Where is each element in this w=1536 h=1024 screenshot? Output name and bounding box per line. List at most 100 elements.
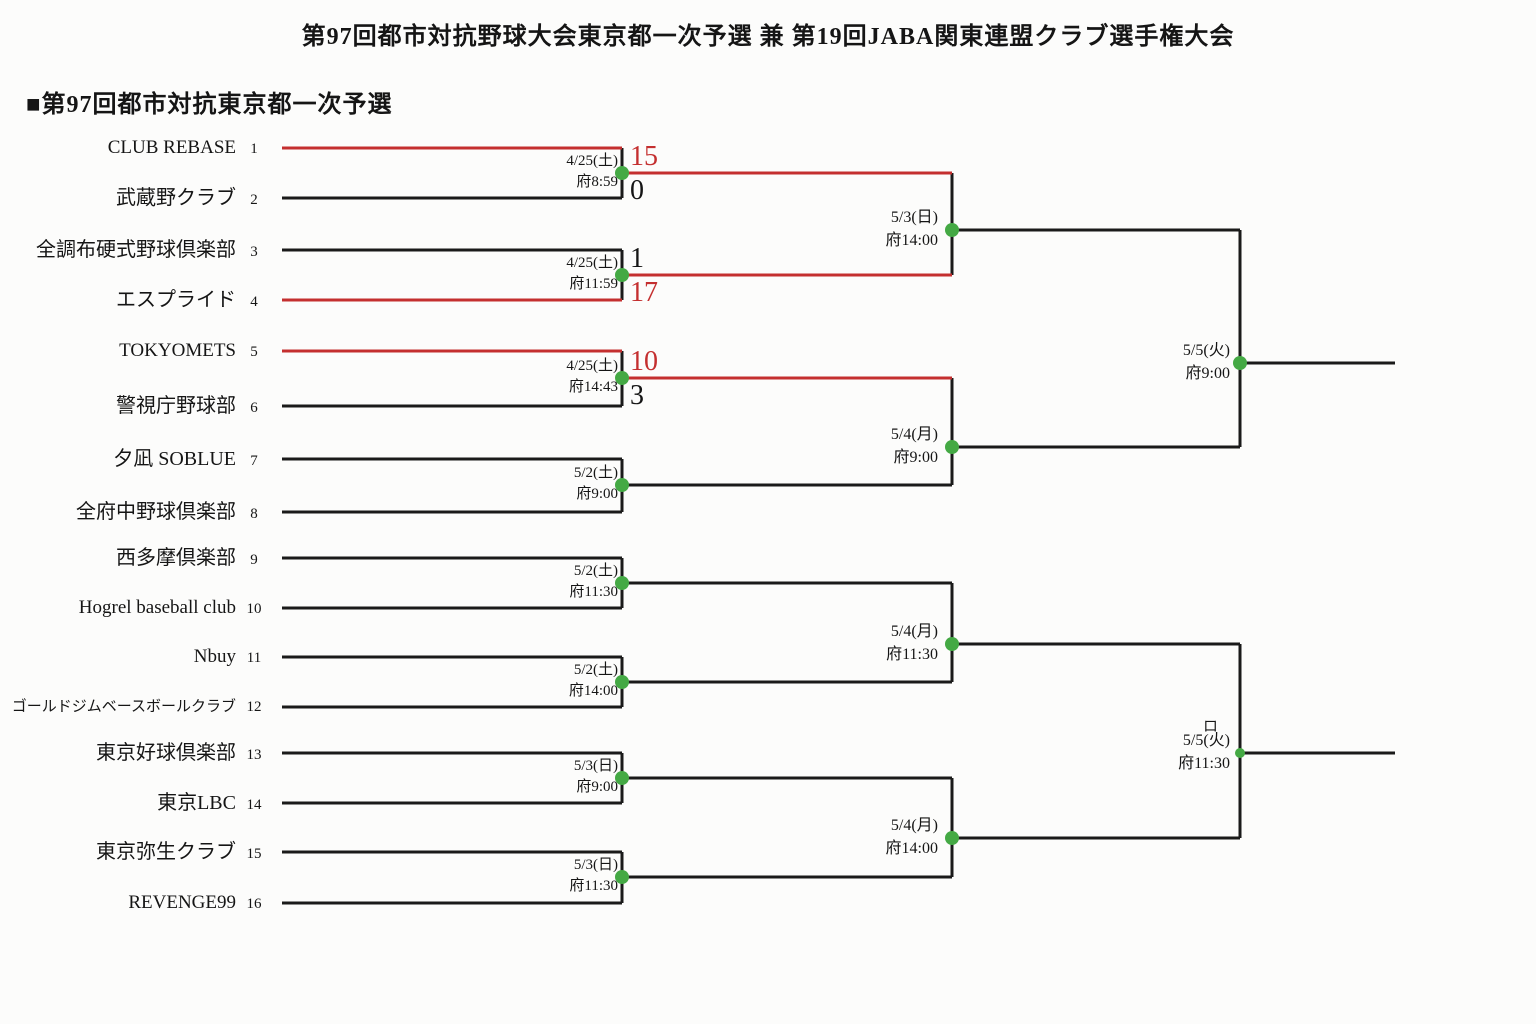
match-venue-time: 府8:59 bbox=[576, 174, 618, 190]
match-schedule-r1-5: 5/2(土) 府11:30 bbox=[430, 561, 618, 603]
team-seed: 16 bbox=[246, 896, 262, 912]
team-seed: 1 bbox=[250, 141, 258, 157]
match-schedule-sf-2: 5/5(火) 府11:30 bbox=[1030, 729, 1230, 775]
match-venue-time: 府9:00 bbox=[893, 449, 938, 466]
match-date: 5/5(火) bbox=[1182, 732, 1230, 749]
match-schedule-r1-7: 5/3(日)府9:00 bbox=[430, 756, 618, 798]
team-seed: 10 bbox=[246, 601, 262, 617]
team-name: 全調布硬式野球倶楽部 bbox=[36, 239, 236, 261]
tournament-title: 第97回都市対抗野球大会東京都一次予選 兼 第19回JABA関東連盟クラブ選手権… bbox=[301, 24, 1235, 50]
match-venue-time: 府11:30 bbox=[569, 878, 618, 894]
team-seed: 3 bbox=[250, 244, 258, 260]
match-date: 5/2(土) bbox=[573, 563, 618, 579]
match-venue-time: 府9:00 bbox=[1185, 365, 1230, 382]
team-name: エスプライド bbox=[116, 289, 236, 311]
match-venue-time: 府14:00 bbox=[568, 683, 618, 699]
team-seed: 11 bbox=[246, 650, 262, 666]
bracket-black-lines bbox=[282, 148, 1395, 905]
score-top: 10 bbox=[630, 346, 658, 377]
match-venue-time: 府11:30 bbox=[1178, 755, 1230, 772]
match-venue-time: 府11:30 bbox=[569, 584, 618, 600]
match-venue-time: 府11:30 bbox=[886, 646, 938, 663]
match-date: 4/25(土) bbox=[566, 255, 618, 271]
team-name: 東京弥生クラブ bbox=[96, 841, 236, 863]
team-name: 武蔵野クラブ bbox=[116, 187, 236, 209]
match-date: 4/25(土) bbox=[566, 358, 618, 374]
team-name: 西多摩倶楽部 bbox=[116, 547, 236, 569]
team-name: 警視庁野球部 bbox=[116, 395, 236, 417]
match-venue-time: 府14:00 bbox=[885, 840, 938, 857]
team-row: 警視庁野球部 6 bbox=[0, 393, 272, 419]
score-bottom: 0 bbox=[630, 175, 644, 206]
match-venue-time: 府14:43 bbox=[568, 379, 618, 395]
match-date: 5/5(火) bbox=[1182, 342, 1230, 359]
match-date: 5/3(日) bbox=[573, 857, 618, 873]
match-schedule-r2-2: 5/4(月) 府9:00 bbox=[748, 423, 938, 469]
match-date: 5/3(日) bbox=[890, 209, 938, 226]
match-dot bbox=[615, 371, 629, 385]
team-name: 夕凪 SOBLUE bbox=[113, 448, 236, 470]
team-seed: 4 bbox=[250, 294, 258, 310]
bracket-winner-lines bbox=[282, 146, 952, 380]
match-dot bbox=[945, 440, 959, 454]
team-seed: 12 bbox=[246, 699, 262, 715]
team-name: ゴールドジムベースボールクラブ bbox=[11, 699, 236, 715]
team-name: 東京LBC bbox=[157, 792, 236, 814]
team-seed: 8 bbox=[250, 506, 258, 522]
score-top: 1 bbox=[630, 243, 644, 274]
match-dot bbox=[945, 223, 959, 237]
match-dot bbox=[1233, 356, 1247, 370]
score-bottom: 3 bbox=[630, 380, 644, 411]
match-date: 5/4(月) bbox=[890, 817, 938, 834]
match-schedule-r2-1: 5/3(日) 府14:00 bbox=[748, 206, 938, 252]
match-date: 5/2(土) bbox=[573, 465, 618, 481]
match-date: 5/4(月) bbox=[890, 623, 938, 640]
match-schedule-sf-1: 5/5(火) 府9:00 bbox=[1030, 339, 1230, 385]
match-venue-time: 府11:59 bbox=[569, 276, 618, 292]
team-row: 武蔵野クラブ 2 bbox=[0, 185, 272, 211]
team-seed: 6 bbox=[250, 400, 258, 416]
match-date: 5/4(月) bbox=[890, 426, 938, 443]
match-dot bbox=[615, 166, 629, 180]
team-row: Hogrel baseball club 10 bbox=[0, 595, 272, 621]
match-dot bbox=[615, 771, 629, 785]
match-date: 5/3(日) bbox=[573, 758, 618, 774]
match-dot bbox=[615, 870, 629, 884]
team-name: CLUB REBASE bbox=[107, 137, 236, 158]
team-seed: 2 bbox=[250, 192, 258, 208]
match-dot bbox=[615, 576, 629, 590]
team-name: TOKYOMETS bbox=[119, 340, 236, 361]
team-row: CLUB REBASE 1 bbox=[0, 135, 272, 161]
match-venue-time: 府9:00 bbox=[576, 486, 618, 502]
match-date: 5/2(土) bbox=[573, 662, 618, 678]
match-schedule-r2-3: 5/4(月) 府11:30 bbox=[748, 620, 938, 666]
team-row: ゴールドジムベースボールクラブ 12 bbox=[0, 694, 272, 720]
match-dot bbox=[615, 675, 629, 689]
team-seed: 15 bbox=[246, 846, 262, 862]
team-row: エスプライド 4 bbox=[0, 287, 272, 313]
match-schedule-r1-4: 5/2(土) 府9:00 bbox=[430, 463, 618, 505]
match-date: 4/25(土) bbox=[566, 153, 618, 169]
match-schedule-r2-4: 5/4(月) 府14:00 bbox=[748, 814, 938, 860]
match-venue-time: 府14:00 bbox=[885, 232, 938, 249]
team-row: 全調布硬式野球倶楽部 3 bbox=[0, 237, 272, 263]
match-schedule-r1-6: 5/2(土) 府14:00 bbox=[430, 660, 618, 702]
match-dot bbox=[1235, 748, 1245, 758]
match-dot bbox=[945, 637, 959, 651]
match-dot bbox=[945, 831, 959, 845]
match-dot bbox=[615, 478, 629, 492]
team-name: Hogrel baseball club bbox=[78, 597, 236, 618]
team-name: Nbuy bbox=[193, 646, 236, 667]
team-row: Nbuy 11 bbox=[0, 644, 272, 670]
match-schedule-r1-2: 4/25(土) 府11:59 bbox=[430, 253, 618, 295]
match-dots bbox=[615, 166, 1247, 884]
match-schedule-r1-1: 4/25(土) 府8:59 bbox=[430, 151, 618, 193]
score-top: 15 bbox=[630, 141, 658, 172]
